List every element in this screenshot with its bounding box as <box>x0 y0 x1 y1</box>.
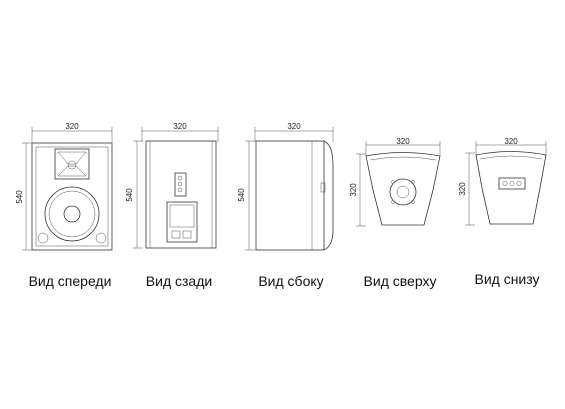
side-width-label: 320 <box>287 122 301 131</box>
front-height-label: 540 <box>15 190 24 204</box>
side-height-label: 540 <box>237 188 246 202</box>
front-caption: Вид спереди <box>29 273 112 289</box>
top-view: 320 320 Вид сверху <box>349 137 441 289</box>
back-caption: Вид сзади <box>146 273 212 289</box>
top-caption: Вид сверху <box>364 273 437 289</box>
bottom-height-label: 320 <box>458 182 467 196</box>
front-width-label: 320 <box>65 122 79 131</box>
back-height-label: 540 <box>125 188 134 202</box>
top-height-label: 320 <box>349 183 358 197</box>
side-caption: Вид сбоку <box>258 273 323 289</box>
bottom-caption: Вид снизу <box>474 271 539 287</box>
back-width-label: 320 <box>173 122 187 131</box>
front-view: 320 540 Вид спереди <box>15 122 113 289</box>
bottom-width-label: 320 <box>504 137 518 146</box>
bottom-view: 320 320 Вид снизу <box>458 137 547 287</box>
back-view: 320 540 Вид сзади <box>125 122 219 289</box>
side-view: 320 540 Вид сбоку <box>237 122 334 289</box>
top-width-label: 320 <box>396 137 410 146</box>
